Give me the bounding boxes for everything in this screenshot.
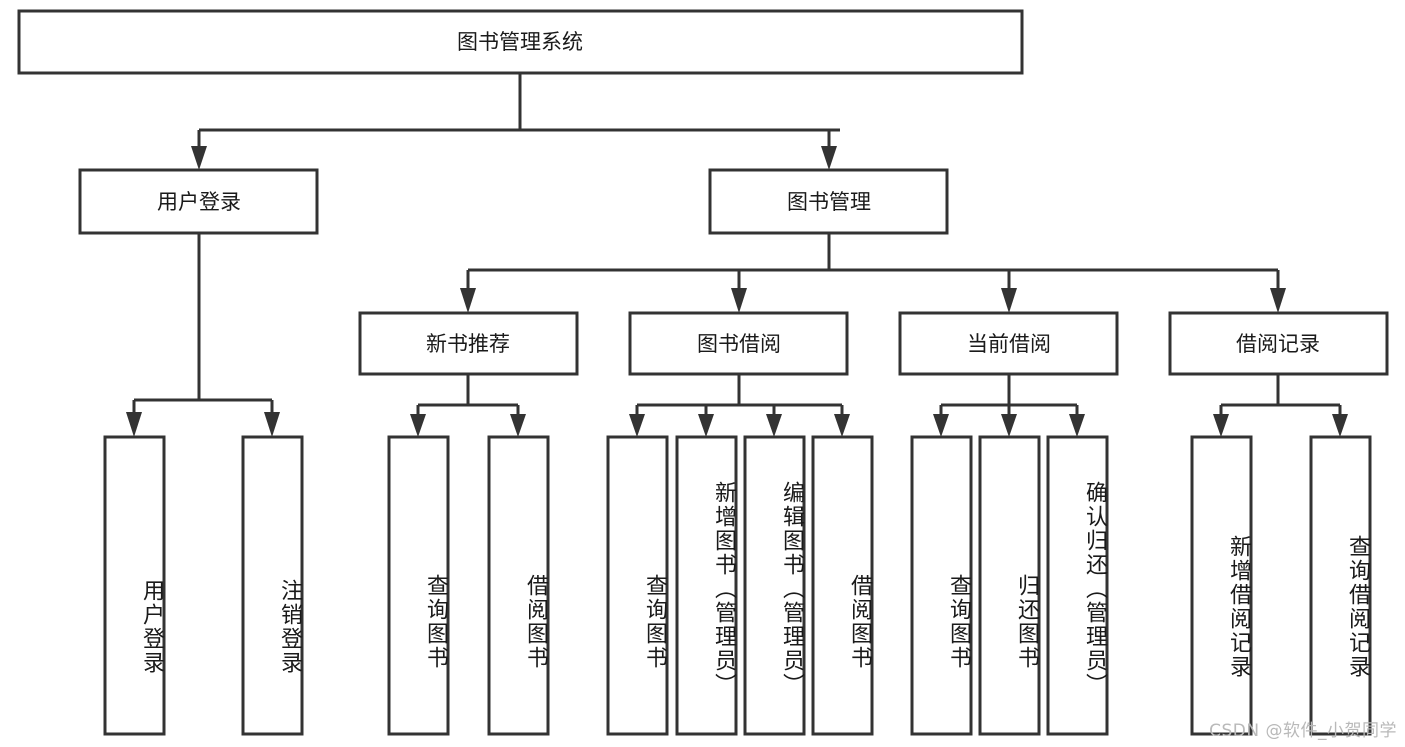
connector-bookmgmt-to-level3 — [460, 233, 1286, 313]
leaf-rect-query-book-1[interactable] — [387, 435, 450, 736]
connector-currentborrow-to-leaves — [933, 374, 1085, 437]
connector-borrowrecord-to-leaves — [1213, 374, 1348, 437]
node-current-borrow-label: 当前借阅 — [967, 332, 1051, 356]
node-new-book-recommend-label: 新书推荐 — [426, 332, 510, 356]
connector-root-to-level2 — [191, 73, 840, 170]
leaf-rect-edit-book[interactable] — [743, 435, 806, 736]
leaf-rect-query-record[interactable] — [1309, 435, 1372, 736]
node-borrow-record[interactable]: 借阅记录 — [1168, 311, 1389, 376]
leaf-rect-confirm-return[interactable] — [1046, 435, 1109, 736]
leaf-rect-user-login[interactable] — [103, 435, 166, 736]
node-user-login[interactable]: 用户登录 — [78, 168, 319, 235]
node-current-borrow[interactable]: 当前借阅 — [898, 311, 1119, 376]
leaf-rect-query-book-3[interactable] — [910, 435, 973, 736]
connector-newbook-to-leaves — [410, 374, 526, 437]
node-root[interactable]: 图书管理系统 — [17, 9, 1024, 75]
leaf-rects — [103, 435, 1372, 736]
connector-userlogin-to-leaves — [126, 233, 280, 437]
node-borrow-record-label: 借阅记录 — [1236, 332, 1320, 356]
node-new-book-recommend[interactable]: 新书推荐 — [358, 311, 579, 376]
leaf-rect-borrow-book-1[interactable] — [487, 435, 550, 736]
leaf-rect-borrow-book-2[interactable] — [811, 435, 874, 736]
leaf-rect-query-book-2[interactable] — [606, 435, 669, 736]
node-book-borrow[interactable]: 图书借阅 — [628, 311, 849, 376]
node-root-label: 图书管理系统 — [457, 30, 583, 54]
leaf-rect-add-book[interactable] — [675, 435, 738, 736]
node-book-borrow-label: 图书借阅 — [697, 332, 781, 356]
node-user-login-label: 用户登录 — [157, 190, 241, 214]
csdn-watermark: CSDN @软件_小贺同学 — [1209, 721, 1397, 741]
node-book-management-label: 图书管理 — [787, 190, 871, 214]
connector-bookborrow-to-leaves — [629, 374, 850, 437]
node-book-management[interactable]: 图书管理 — [708, 168, 949, 235]
leaf-rect-logout-login[interactable] — [241, 435, 304, 736]
leaf-rect-return-book[interactable] — [978, 435, 1041, 736]
leaf-rect-add-record[interactable] — [1190, 435, 1253, 736]
